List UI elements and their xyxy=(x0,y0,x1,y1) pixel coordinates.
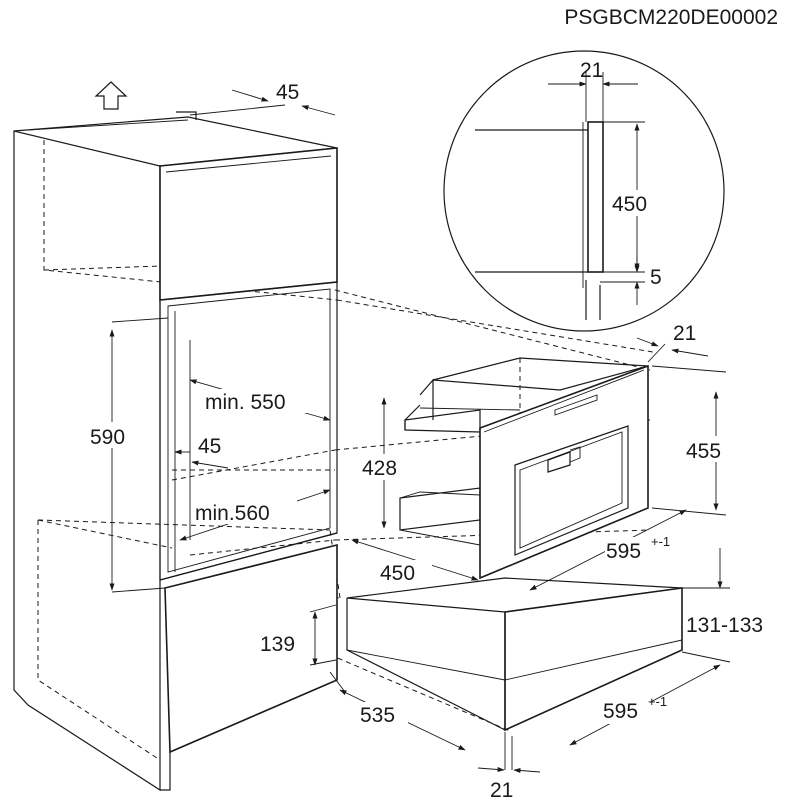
dim-label-machine-front: 21 xyxy=(673,322,696,345)
dim-machine-depth: 450 xyxy=(351,539,479,586)
dim-drawer-front: 21 xyxy=(477,736,541,800)
dim-label-machine-depth: 450 xyxy=(380,562,415,585)
dim-lower-height: 139 xyxy=(258,604,337,666)
dim-label-machine-height-total: 455 xyxy=(686,440,721,463)
detail-circle: 21 450 5 xyxy=(443,50,725,332)
product-code: PSGBCM220DE00002 xyxy=(564,6,778,29)
dim-min-depth: min. 550 xyxy=(189,379,331,421)
dim-niche-height: 590 xyxy=(88,317,169,593)
dim-top-depth: 45 xyxy=(189,81,336,116)
warming-drawer xyxy=(346,577,683,732)
dim-drawer-height: 131-133 xyxy=(682,548,784,637)
dim-label-min-width: min.560 xyxy=(195,502,270,525)
dim-min-width: min.560 xyxy=(179,489,331,541)
dim-label-machine-width-tolerance: +-1 xyxy=(651,534,670,549)
dim-label-min-depth: min. 550 xyxy=(205,391,286,414)
dim-machine-front: 21 xyxy=(636,322,709,363)
dim-label-drawer-width: 595 xyxy=(603,700,638,723)
dim-label-drawer-height: 131-133 xyxy=(686,614,763,637)
tall-cabinet xyxy=(13,111,654,792)
up-arrow-icon xyxy=(94,81,128,110)
dim-label-machine-width: 595 xyxy=(606,540,641,563)
dim-label-detail-gap: 5 xyxy=(650,266,662,289)
dim-label-machine-height: 428 xyxy=(362,457,397,480)
dim-side-gap: 45 xyxy=(174,435,229,469)
dim-label-drawer-front: 21 xyxy=(490,779,513,800)
dim-label-cabinet-depth: 535 xyxy=(360,704,395,727)
dim-label-lower-height: 139 xyxy=(260,633,295,656)
dim-label-drawer-width-tolerance: +-1 xyxy=(648,694,667,709)
dim-label-side-gap: 45 xyxy=(198,435,221,458)
dim-machine-width: 595 +-1 xyxy=(529,509,687,591)
dim-label-niche-height: 590 xyxy=(90,426,125,449)
dim-label-detail-height: 450 xyxy=(612,193,647,216)
dim-cabinet-depth: 535 xyxy=(329,671,466,751)
dim-label-top-depth: 45 xyxy=(276,81,299,104)
dim-label-detail-width: 21 xyxy=(580,59,603,82)
dim-drawer-width: 595 +-1 xyxy=(504,651,731,770)
dim-machine-height: 428 xyxy=(360,397,414,529)
dim-machine-height-total: 455 xyxy=(651,365,738,516)
